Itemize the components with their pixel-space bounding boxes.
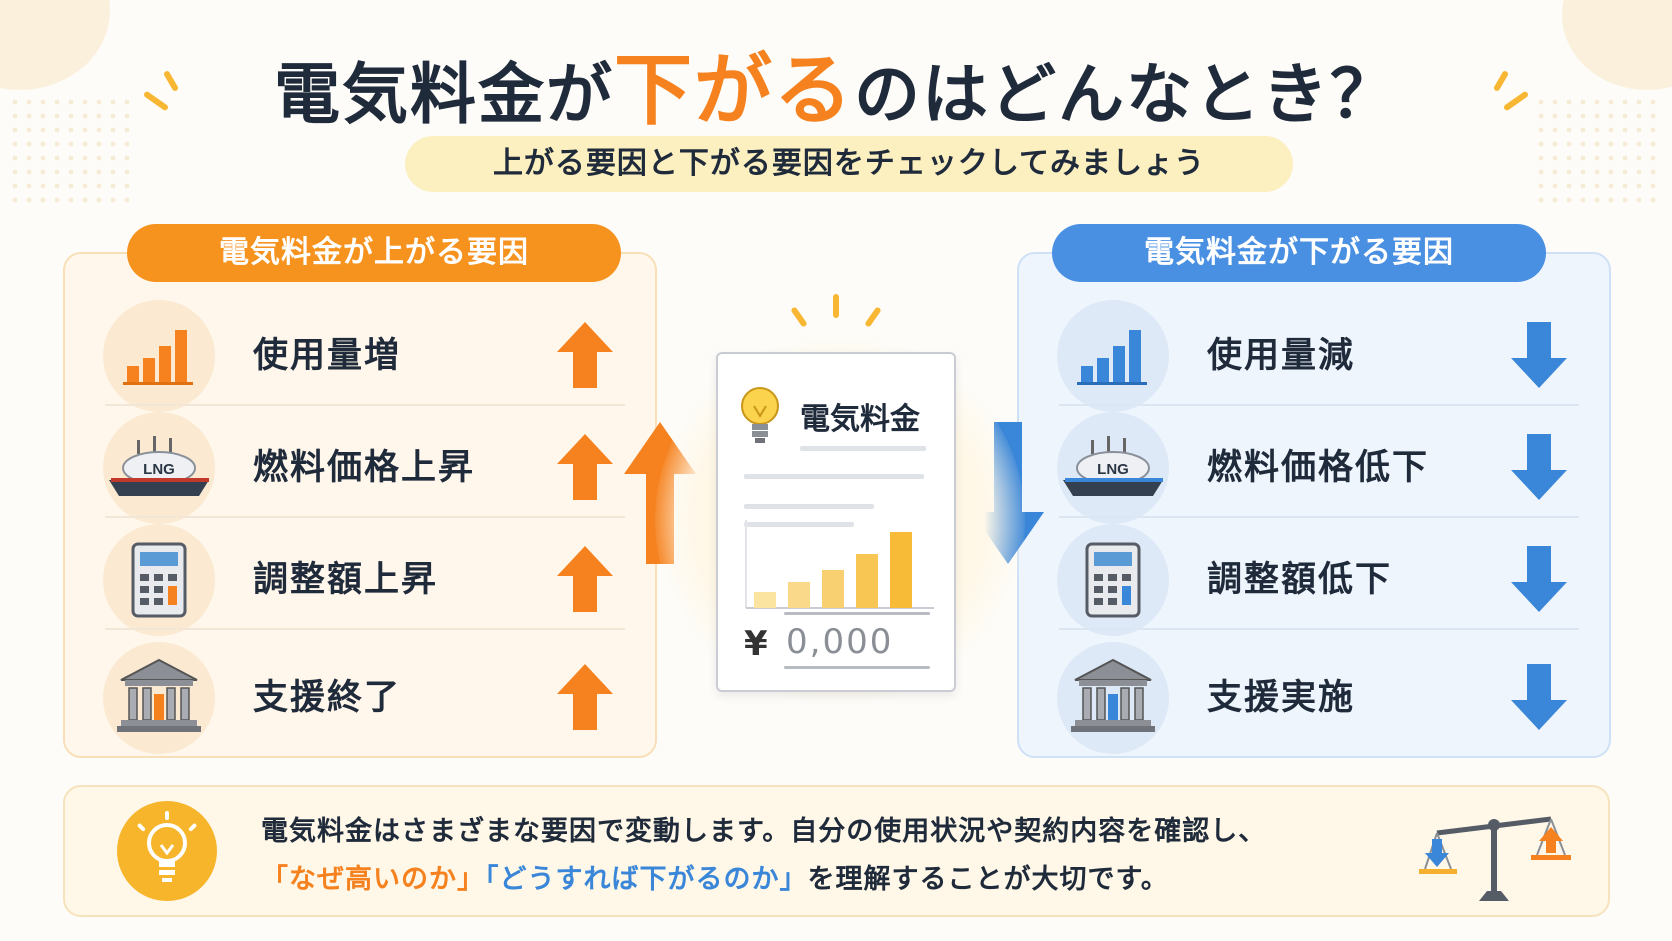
factor-label: 調整額上昇 <box>253 560 439 600</box>
currency-symbol: ¥ <box>744 624 768 664</box>
factor-row: LNG 燃料価格上昇 <box>103 412 623 524</box>
summary-line-1: 電気料金はさまざまな要因で変動します。自分の使用状況や契約内容を確認し、 <box>261 816 1267 847</box>
light-bulb-icon <box>741 387 779 443</box>
text-line-placeholder <box>744 522 854 527</box>
text-line-placeholder <box>744 504 874 509</box>
question-lower: 「どうすれば下がるのか」 <box>485 864 808 895</box>
mini-bar-chart <box>745 520 934 609</box>
balance-scale-icon <box>1419 816 1571 901</box>
factor-label: 燃料価格低下 <box>1207 448 1430 488</box>
increase-factors-panel: 使用量増 LNG 燃料価格上昇 <box>63 252 657 758</box>
page-title: 電気料金が下がるのはどんなとき？ <box>0 28 1672 140</box>
lng-ship-icon: LNG <box>103 412 215 524</box>
amount-underline <box>784 666 930 669</box>
government-building-icon <box>103 642 215 754</box>
factor-label: 調整額低下 <box>1207 560 1393 600</box>
arrow-up-icon <box>557 322 613 388</box>
amount-topline <box>784 612 930 615</box>
row-divider <box>1059 628 1579 630</box>
lng-label: LNG <box>1097 461 1129 478</box>
arrow-up-icon <box>557 664 613 730</box>
arrow-up-icon <box>557 434 613 500</box>
arrow-down-icon <box>1511 664 1567 730</box>
electricity-bill-card: 電気料金 ¥ 0,000 <box>716 352 956 692</box>
question-high: 「なぜ高いのか」 <box>261 864 485 895</box>
increase-factors-heading: 電気料金が上がる要因 <box>127 224 621 282</box>
factor-row: 支援終了 <box>103 642 623 754</box>
factor-label: 使用量増 <box>253 336 402 376</box>
factor-row: LNG 燃料価格低下 <box>1057 412 1577 524</box>
government-building-icon <box>1057 642 1169 754</box>
factor-row: 調整額低下 <box>1057 524 1577 636</box>
row-divider <box>105 516 625 518</box>
arrow-up-icon <box>557 546 613 612</box>
factor-row: 使用量増 <box>103 300 623 412</box>
factor-row: 支援実施 <box>1057 642 1577 754</box>
row-divider <box>1059 404 1579 406</box>
light-bulb-icon <box>117 801 217 901</box>
factor-label: 支援実施 <box>1207 678 1356 718</box>
row-divider <box>1059 516 1579 518</box>
arrow-down-icon <box>1511 322 1567 388</box>
title-highlight: 下がる <box>613 46 854 136</box>
lng-label: LNG <box>143 461 175 478</box>
decrease-factors-panel: 使用量減 LNG 燃料価格低下 <box>1017 252 1611 758</box>
bar-chart-icon <box>1057 300 1169 412</box>
text-line-placeholder <box>800 446 926 451</box>
arrow-down-icon <box>1511 546 1567 612</box>
summary-line-2-rest: を理解することが大切です。 <box>807 864 1169 895</box>
subtitle-banner: 上がる要因と下がる要因をチェックしてみましょう <box>405 136 1293 192</box>
bar-chart-icon <box>103 300 215 412</box>
title-post: のはどんなとき？ <box>854 56 1398 133</box>
sparkle-rays <box>791 294 881 327</box>
factor-label: 使用量減 <box>1207 336 1356 376</box>
row-divider <box>105 628 625 630</box>
factor-label: 燃料価格上昇 <box>253 448 476 488</box>
dot-pattern <box>1534 95 1664 205</box>
factor-row: 使用量減 <box>1057 300 1577 412</box>
text-line-placeholder <box>744 474 924 479</box>
factor-label: 支援終了 <box>253 678 402 718</box>
bill-amount: 0,000 <box>786 622 894 662</box>
calculator-icon <box>103 524 215 636</box>
calculator-icon <box>1057 524 1169 636</box>
summary-footer: 電気料金はさまざまな要因で変動します。自分の使用状況や契約内容を確認し、 「なぜ… <box>63 785 1610 917</box>
factor-row: 調整額上昇 <box>103 524 623 636</box>
title-pre: 電気料金が <box>273 56 614 133</box>
lng-ship-icon: LNG <box>1057 412 1169 524</box>
row-divider <box>105 404 625 406</box>
arrow-down-icon <box>1511 434 1567 500</box>
bill-title: 電気料金 <box>800 402 920 437</box>
summary-line-2: 「なぜ高いのか」「どうすれば下がるのか」を理解することが大切です。 <box>261 857 1169 896</box>
decrease-factors-heading: 電気料金が下がる要因 <box>1052 224 1546 282</box>
dot-pattern <box>8 95 138 205</box>
